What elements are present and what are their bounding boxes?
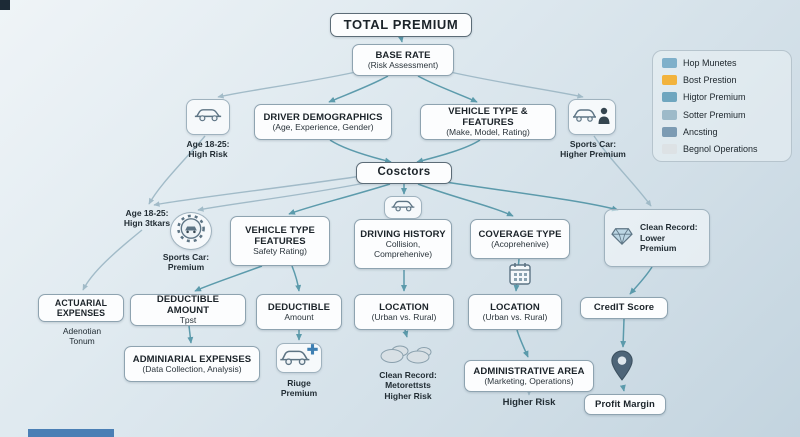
mini-car-iconbox (384, 196, 422, 219)
location-2-title: LOCATION (490, 301, 540, 313)
corner-mark (0, 0, 10, 10)
legend-swatch (662, 92, 677, 103)
car-iconbox (186, 99, 230, 135)
node-vehicle-type-features: VEHICLE TYPE & FEATURES (Make, Model, Ra… (420, 104, 556, 140)
node-coverage-type: COVERAGE TYPE (Acoprehenive) (470, 219, 570, 259)
age-mid-label: Age 18-25: Hign 3tkars (123, 208, 171, 229)
legend-label: Ancsting (683, 126, 718, 137)
legend-label: Sotter Premium (683, 109, 746, 120)
higher-risk-label: Higher Risk (502, 397, 556, 408)
legend: Hop Munetes Bost Prestion Higtor Premium… (652, 50, 792, 162)
sports-car-person-icon (572, 104, 612, 131)
node-vehicle-type-features-mid: VEHICLE TYPE FEATURES Safety Rating) (230, 216, 330, 266)
legend-swatch (662, 75, 677, 86)
vehicle-features-mid-subtitle: Safety Rating) (253, 246, 307, 257)
profit-margin-label: Profit Margin (595, 398, 655, 410)
vehicle-type-features-subtitle: (Make, Model, Rating) (446, 127, 530, 138)
node-actuarial-expenses: ACTUARIAL EXPENSES (38, 294, 124, 322)
legend-item: Hop Munetes (662, 58, 782, 68)
sports-car-higher-premium-label: Sports Car: Higher Premium (560, 139, 626, 160)
node-admin-expenses: ADMINIARIAL EXPENSES (Data Collection, A… (124, 346, 260, 382)
calendar-icon (508, 261, 532, 292)
legend-swatch (662, 143, 677, 154)
clean-record-card: Clean Record: Lower Premium (604, 209, 710, 267)
legend-item: Bost Prestion (662, 75, 782, 86)
legend-item: Ancsting (662, 126, 782, 137)
node-profit-margin: Profit Margin (584, 394, 666, 415)
legend-item: Higtor Premium (662, 92, 782, 103)
total-premium-label: TOTAL PREMIUM (343, 17, 459, 33)
admin-expenses-subtitle: (Data Collection, Analysis) (142, 363, 242, 374)
gear-icon (173, 212, 209, 250)
gear-car-iconbox (170, 212, 212, 250)
node-driving-history: DRIVING HISTORY Collision, Comprehenive) (354, 219, 452, 269)
bottom-accent-bar (28, 429, 114, 437)
legend-swatch (662, 126, 677, 137)
car-plus-icon (278, 342, 320, 374)
legend-label: Hop Munetes (683, 58, 737, 68)
administrative-area-title: ADMINISTRATIVE AREA (473, 365, 585, 377)
administrative-area-subtitle: (Marketing, Operations) (484, 375, 574, 386)
legend-label: Begnol Operations (683, 143, 758, 154)
coverage-type-title: COVERAGE TYPE (478, 228, 562, 240)
legend-item: Begnol Operations (662, 143, 782, 154)
actuarial-expenses-title: ACTUARIAL EXPENSES (54, 297, 108, 318)
base-rate-subtitle: (Risk Assessment) (367, 59, 439, 70)
deductible-title: DEDUCTIBLE (267, 301, 331, 313)
clouds-icon (378, 340, 434, 371)
node-credit-score: CredIT Score (580, 297, 668, 319)
clean-record-lower-label: Clean Record: Lower Premium (640, 222, 698, 254)
legend-label: Bost Prestion (683, 75, 737, 86)
sports-car-iconbox (568, 99, 616, 135)
riuge-premium-label: Riuge Premium (280, 378, 318, 399)
node-factors: Cosctors (356, 162, 452, 184)
age-high-risk-label: Age 18-25: High Risk (186, 139, 230, 160)
node-driver-demographics: DRIVER DEMOGRAPHICS (Age, Experience, Ge… (254, 104, 392, 140)
node-total-premium: TOTAL PREMIUM (330, 13, 472, 37)
clean-record-higher-label: Clean Record: Metorettsts Higher Risk (379, 370, 437, 401)
actuarial-expenses-note: Adenotian Tonum (62, 326, 102, 347)
vehicle-type-features-title: VEHICLE TYPE & FEATURES (448, 105, 528, 129)
node-location-2: LOCATION (Urban vs. Rural) (468, 294, 562, 330)
legend-swatch (662, 109, 677, 120)
node-deductible-amount: DEDUCTIBLE AMOUNT Tpst (130, 294, 246, 326)
legend-swatch (662, 58, 677, 68)
sports-car-premium-label: Sports Car: Premium (162, 252, 210, 273)
car-icon (193, 106, 223, 128)
driving-history-title: DRIVING HISTORY (360, 228, 446, 240)
node-deductible: DEDUCTIBLE Amount (256, 294, 342, 330)
driving-history-subtitle: Collision, Comprehenive) (373, 238, 433, 259)
deductible-amount-title: DEDUCTIBLE AMOUNT (156, 293, 220, 317)
location-pin-icon (609, 350, 635, 387)
factors-label: Cosctors (377, 166, 431, 179)
node-base-rate: BASE RATE (Risk Assessment) (352, 44, 454, 76)
location-1-title: LOCATION (379, 301, 429, 313)
vehicle-features-mid-title: VEHICLE TYPE FEATURES (245, 224, 315, 248)
node-location-1: LOCATION (Urban vs. Rural) (354, 294, 454, 330)
admin-expenses-title: ADMINIARIAL EXPENSES (132, 353, 252, 365)
diamond-icon (611, 226, 633, 251)
connectors-secondary (82, 71, 652, 396)
location-2-subtitle: (Urban vs. Rural) (482, 311, 548, 322)
car-plus-iconbox (276, 343, 322, 373)
node-administrative-area: ADMINISTRATIVE AREA (Marketing, Operatio… (464, 360, 594, 392)
deductible-amount-subtitle: Tpst (179, 315, 197, 326)
driver-demographics-subtitle: (Age, Experience, Gender) (272, 121, 374, 132)
deductible-subtitle: Amount (284, 311, 314, 322)
credit-score-label: CredIT Score (593, 302, 655, 314)
base-rate-title: BASE RATE (375, 49, 431, 61)
coverage-type-subtitle: (Acoprehenive) (491, 238, 549, 249)
location-1-subtitle: (Urban vs. Rural) (371, 311, 437, 322)
driver-demographics-title: DRIVER DEMOGRAPHICS (263, 111, 383, 123)
mini-car-icon (390, 198, 416, 218)
legend-item: Sotter Premium (662, 109, 782, 120)
legend-label: Higtor Premium (683, 92, 746, 103)
